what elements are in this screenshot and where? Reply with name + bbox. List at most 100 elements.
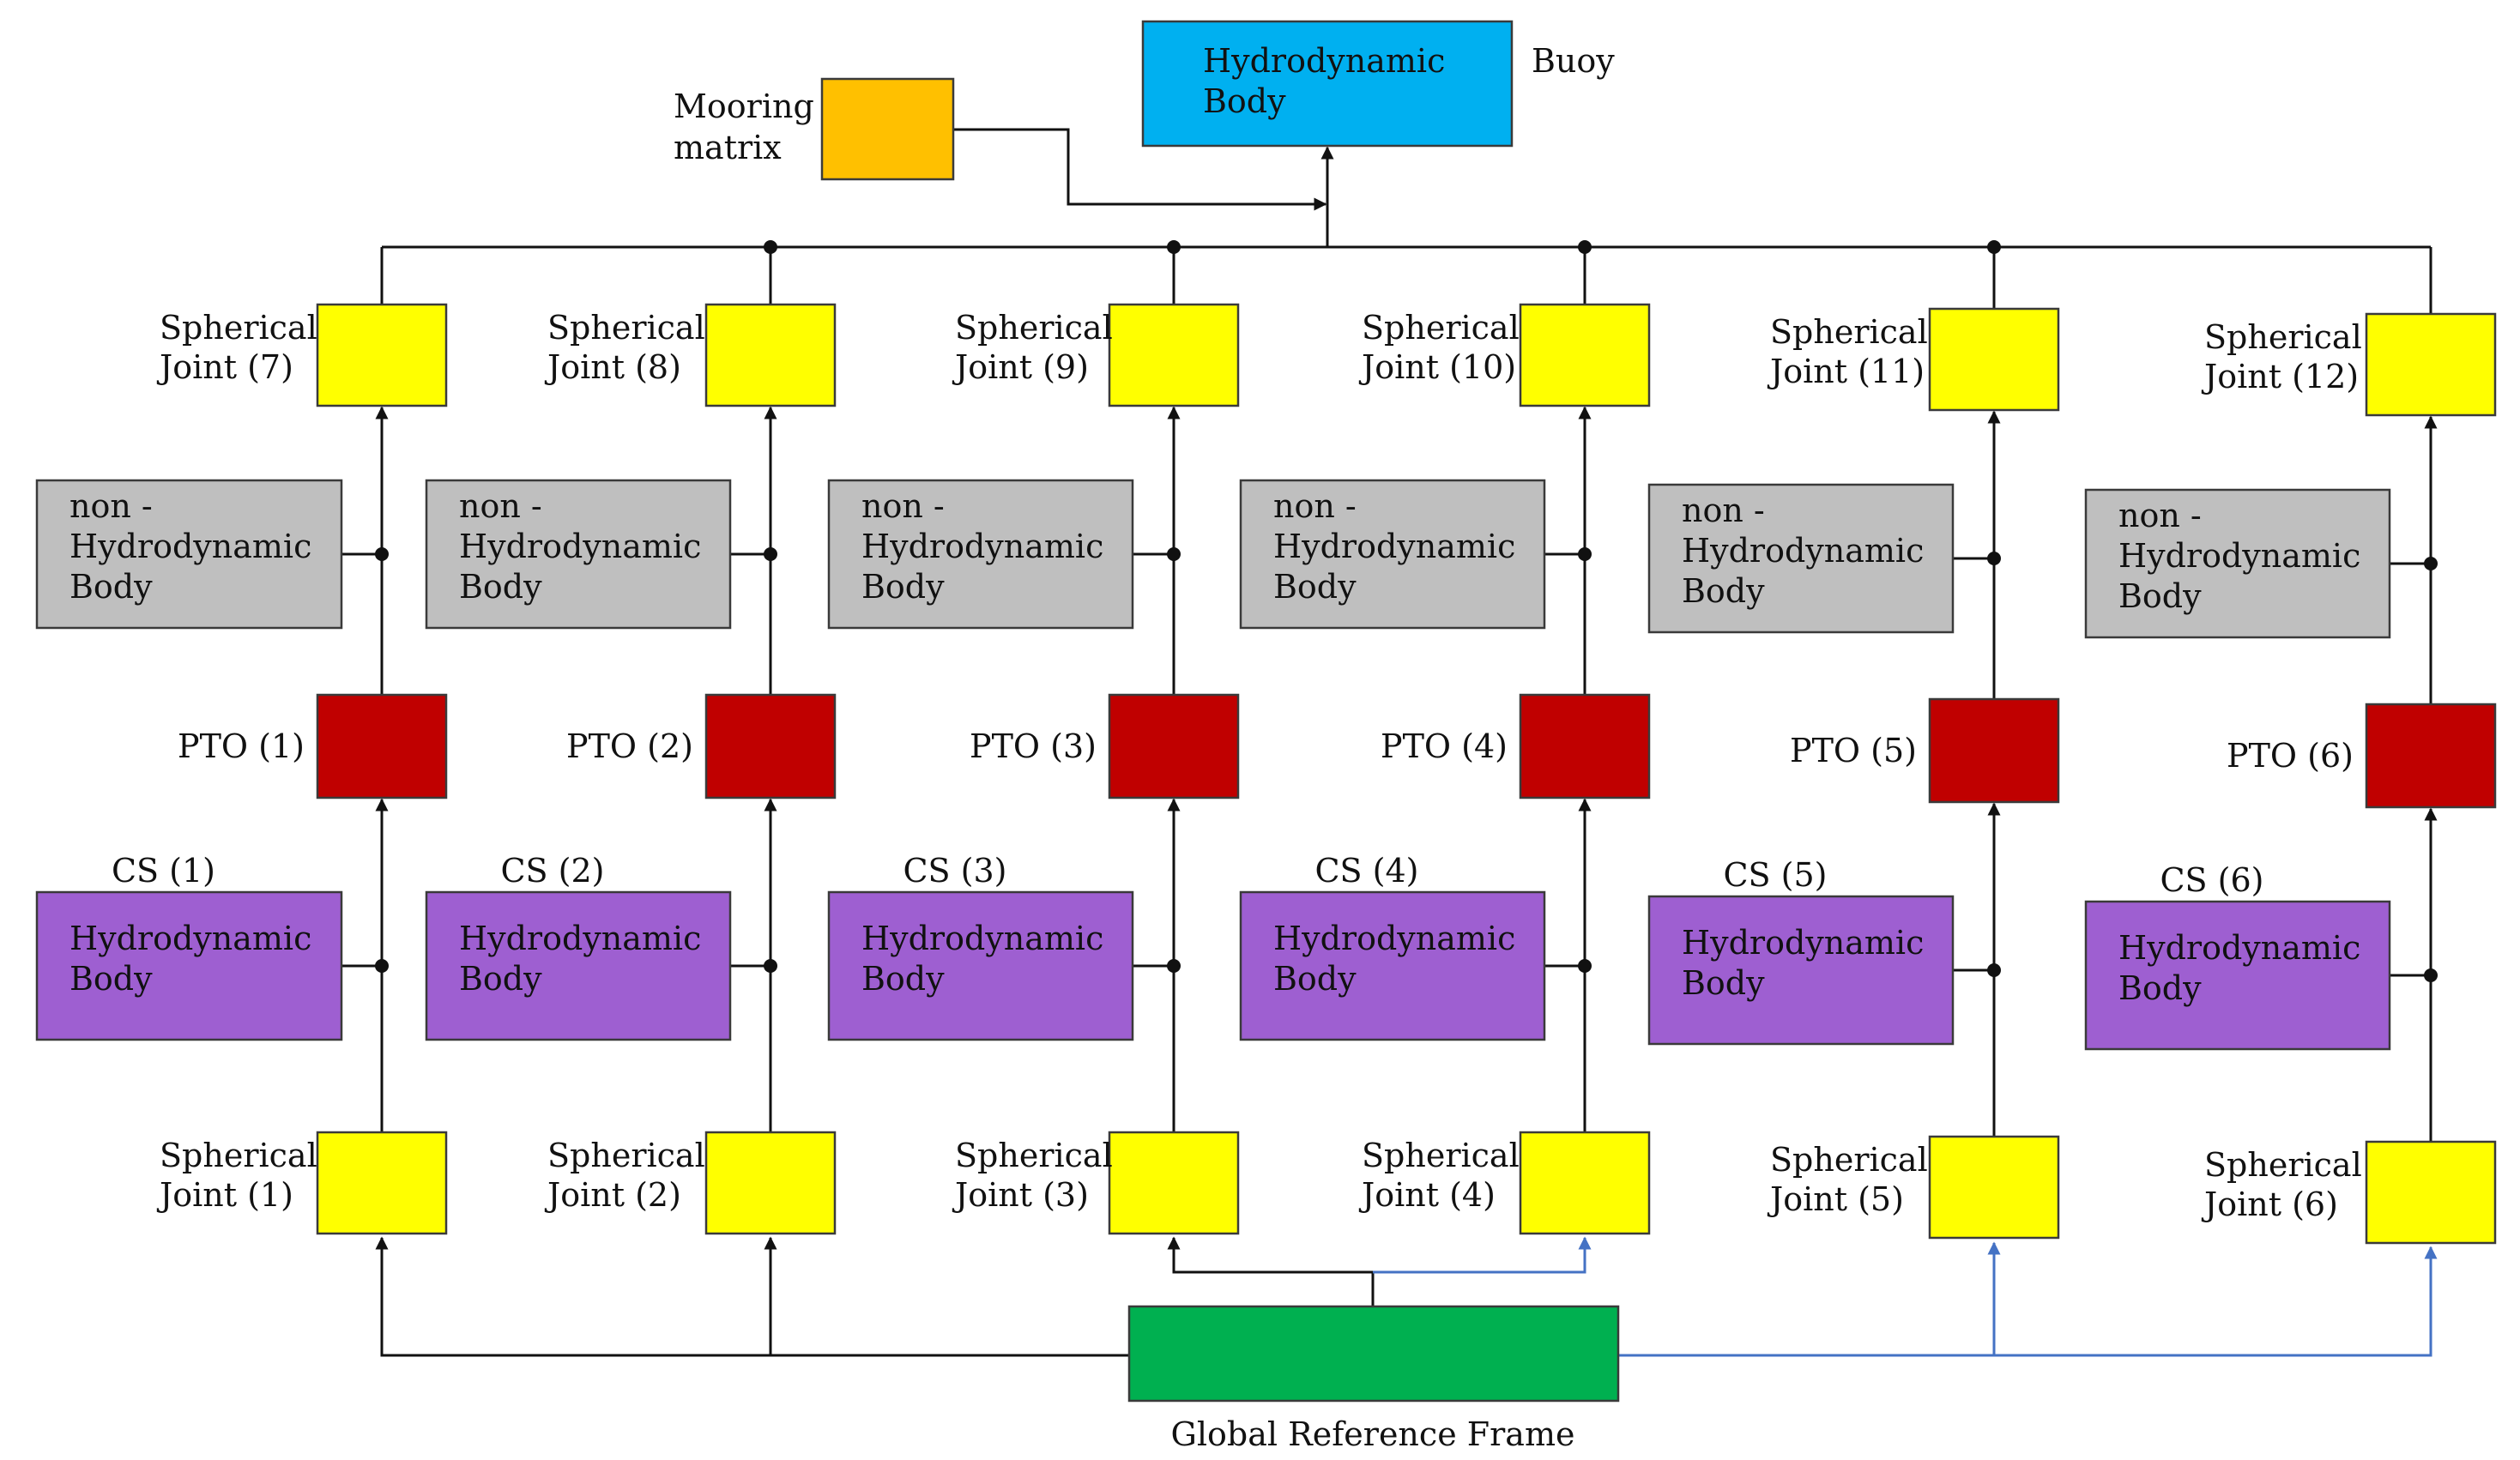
non-hydro-junction-dot bbox=[1167, 547, 1181, 561]
cs-label: CS (1) bbox=[112, 852, 215, 890]
global-reference-frame-label: Global Reference Frame bbox=[1171, 1415, 1575, 1453]
mooring-block: Mooring matrix bbox=[674, 77, 955, 181]
non-hydrodynamic-body-text-line-3: Body bbox=[861, 568, 945, 606]
mooring-to-buoy-arrow bbox=[953, 128, 1327, 211]
buoy-block: Hydrodynamic Body Buoy bbox=[1141, 20, 1615, 148]
non-hydrodynamic-body-text-line-3: Body bbox=[459, 568, 542, 606]
non-hydrodynamic-body-text-line-1: non - bbox=[1682, 492, 1765, 529]
cs-label: CS (3) bbox=[903, 852, 1006, 890]
hydrodynamic-body-box bbox=[2084, 900, 2391, 1051]
bottom-spherical-joint-label-line-2: Joint (5) bbox=[1767, 1180, 1904, 1218]
bottom-spherical-joint-box bbox=[316, 1131, 448, 1235]
buoy-label: Buoy bbox=[1532, 42, 1615, 80]
top-spherical-joint-label-line-1: Spherical bbox=[2204, 318, 2362, 356]
top-spherical-joint-label-line-2: Joint (11) bbox=[1767, 353, 1925, 390]
bottom-spherical-joint-label-line-1: Spherical bbox=[955, 1137, 1113, 1174]
non-hydro-junction-dot bbox=[1987, 552, 2001, 565]
non-hydrodynamic-body-text-line-2: Hydrodynamic bbox=[459, 528, 701, 565]
non-hydrodynamic-body-text-line-1: non - bbox=[69, 487, 153, 525]
cs-label: CS (4) bbox=[1314, 852, 1418, 890]
non-hydrodynamic-body-text-line-2: Hydrodynamic bbox=[1273, 528, 1515, 565]
hydrodynamic-body-box bbox=[425, 890, 732, 1041]
bottom-spherical-joint-box bbox=[2365, 1140, 2497, 1245]
non-hydrodynamic-body-text-line-3: Body bbox=[1273, 568, 1357, 606]
cs-label: CS (2) bbox=[500, 852, 604, 890]
hydro-junction-dot bbox=[764, 959, 777, 973]
non-hydrodynamic-body-box bbox=[425, 479, 732, 630]
pto-label: PTO (6) bbox=[2227, 737, 2354, 775]
top-spherical-joint-label-line-1: Spherical bbox=[1770, 313, 1928, 351]
bottom-spherical-joint-label-line-2: Joint (6) bbox=[2201, 1185, 2338, 1223]
hydrodynamic-body-box bbox=[1239, 890, 1546, 1041]
buoy-box-text: Hydrodynamic Body bbox=[1203, 42, 1455, 120]
global-reference-frame-block: Global Reference Frame bbox=[1127, 1305, 1620, 1453]
bottom-spherical-joint-box bbox=[1928, 1135, 2060, 1240]
pto-label: PTO (2) bbox=[566, 727, 693, 765]
non-hydro-junction-dot bbox=[1578, 547, 1592, 561]
top-spherical-joint-box bbox=[1928, 307, 2060, 412]
hydrodynamic-body-text-line-1: Hydrodynamic bbox=[1273, 920, 1515, 957]
hydrodynamic-body-text-line-2: Body bbox=[69, 960, 153, 998]
non-hydrodynamic-body-text-line-3: Body bbox=[2118, 577, 2202, 615]
bottom-spherical-joint-label-line-1: Spherical bbox=[547, 1137, 705, 1174]
pto-label: PTO (1) bbox=[178, 727, 305, 765]
hydrodynamic-body-text-line-2: Body bbox=[1682, 964, 1765, 1002]
hydrodynamic-body-text-line-1: Hydrodynamic bbox=[459, 920, 701, 957]
hydrodynamic-body-box bbox=[35, 890, 343, 1041]
hydro-junction-dot bbox=[1167, 959, 1181, 973]
buoy-box-line-2: Body bbox=[1203, 82, 1286, 120]
pto-box bbox=[1108, 693, 1240, 799]
non-hydrodynamic-body-text-line-1: non - bbox=[861, 487, 945, 525]
non-hydrodynamic-body-text-line-2: Hydrodynamic bbox=[1682, 532, 1924, 570]
non-hydrodynamic-body-text-line-1: non - bbox=[2118, 497, 2202, 534]
top-spherical-joint-box bbox=[2365, 312, 2497, 417]
top-spherical-joint-label-line-1: Spherical bbox=[955, 309, 1113, 347]
hydro-junction-dot bbox=[1578, 959, 1592, 973]
pto-label: PTO (4) bbox=[1381, 727, 1508, 765]
cs-label: CS (5) bbox=[1723, 856, 1827, 894]
bottom-spherical-joint-label-line-1: Spherical bbox=[1362, 1137, 1520, 1174]
bottom-spherical-joint-label-line-2: Joint (4) bbox=[1358, 1176, 1496, 1214]
pto-box bbox=[704, 693, 837, 799]
top-spherical-joint-box bbox=[316, 303, 448, 407]
pto-label: PTO (5) bbox=[1790, 732, 1917, 769]
top-spherical-joint-label-line-1: Spherical bbox=[160, 309, 317, 347]
top-spherical-joint-label-line-1: Spherical bbox=[547, 309, 705, 347]
mooring-label-line-2: matrix bbox=[674, 129, 782, 166]
hydrodynamic-body-text-line-2: Body bbox=[1273, 960, 1357, 998]
bottom-spherical-joint-box bbox=[1108, 1131, 1240, 1235]
non-hydro-junction-dot bbox=[375, 547, 389, 561]
bottom-spherical-joint-label-line-2: Joint (1) bbox=[156, 1176, 293, 1214]
top-spherical-joint-label-line-2: Joint (12) bbox=[2201, 358, 2359, 395]
ground-to-joint-4-arrow bbox=[1373, 1236, 1592, 1274]
hydrodynamic-body-text-line-2: Body bbox=[861, 960, 945, 998]
bottom-spherical-joint-label-line-1: Spherical bbox=[160, 1137, 317, 1174]
non-hydrodynamic-body-text-line-1: non - bbox=[1273, 487, 1357, 525]
non-hydrodynamic-body-box bbox=[35, 479, 343, 630]
non-hydro-junction-dot bbox=[764, 547, 777, 561]
non-hydrodynamic-body-text-line-2: Hydrodynamic bbox=[2118, 537, 2360, 575]
ground-to-joint-1-arrow bbox=[375, 1236, 1129, 1357]
top-spherical-joint-label-line-2: Joint (8) bbox=[544, 348, 681, 386]
buoy-box-line-1: Hydrodynamic bbox=[1203, 42, 1445, 80]
